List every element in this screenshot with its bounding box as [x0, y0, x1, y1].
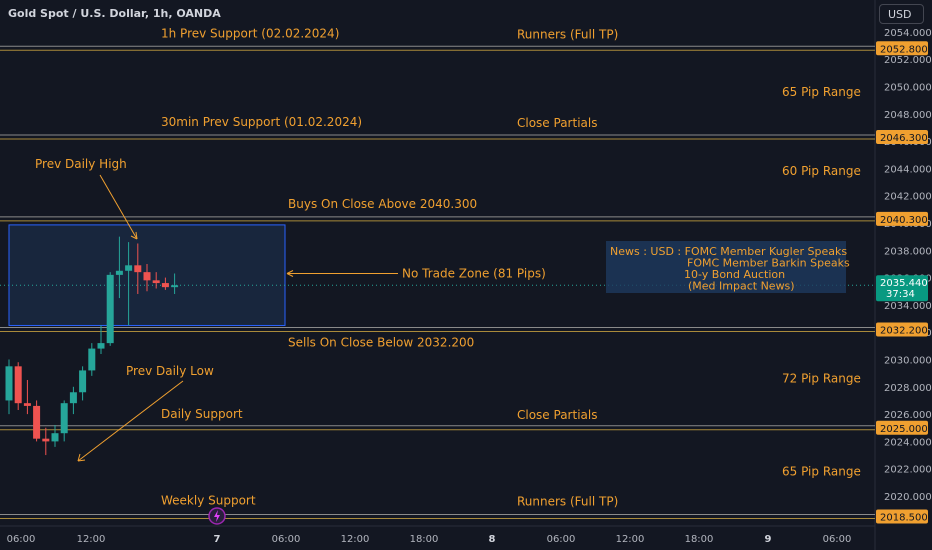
candle-body	[5, 366, 13, 401]
pip-range-label: 60 Pip Range	[782, 164, 861, 178]
level-price-label: 2046.300	[880, 133, 928, 144]
candle-body	[106, 274, 114, 344]
level-annotation: Sells On Close Below 2032.200	[288, 335, 474, 349]
y-tick-label: 2052.000	[884, 55, 932, 66]
y-tick-label: 2028.000	[884, 383, 932, 394]
y-tick-label: 2020.000	[884, 492, 932, 503]
candle-body	[152, 280, 160, 284]
level-annotation: 1h Prev Support (02.02.2024)	[161, 26, 339, 40]
y-tick-label: 2034.000	[884, 301, 932, 312]
prev-low-label: Prev Daily Low	[126, 364, 214, 378]
x-tick-label: 18:00	[410, 534, 439, 545]
level-price-badge	[876, 420, 928, 435]
pip-range-label: 65 Pip Range	[782, 464, 861, 478]
prev-high-label: Prev Daily High	[35, 157, 127, 171]
level-price-label: 2032.200	[880, 325, 928, 336]
level-annotation: Weekly Support	[161, 493, 256, 507]
news-line: News : USD : FOMC Member Kugler Speaks	[610, 245, 847, 258]
y-tick-label: 2026.000	[884, 410, 932, 421]
news-box	[606, 241, 846, 293]
x-tick-label: 12:00	[341, 534, 370, 545]
candle-body	[69, 392, 77, 404]
level-annotation: 30min Prev Support (01.02.2024)	[161, 115, 362, 129]
level-annotation: Buys On Close Above 2040.300	[288, 197, 477, 211]
level-target-annotation: Close Partials	[517, 116, 597, 130]
y-tick-label: 2050.000	[884, 83, 932, 94]
x-tick-label: 9	[765, 534, 772, 545]
candle-body	[51, 433, 59, 442]
level-target-annotation: Runners (Full TP)	[517, 494, 618, 508]
candle-body	[171, 285, 179, 288]
candle-body	[125, 265, 133, 271]
candle-body	[115, 270, 123, 275]
prev-high-arrow-head	[130, 231, 138, 240]
x-tick-label: 06:00	[547, 534, 576, 545]
x-tick-label: 18:00	[685, 534, 714, 545]
lightning-bolt	[214, 510, 220, 522]
level-price-badge	[876, 41, 928, 56]
y-tick-label: 2038.000	[884, 246, 932, 257]
y-tick-label: 2022.000	[884, 465, 932, 476]
y-tick-label: 2042.000	[884, 192, 932, 203]
candle-body	[134, 265, 142, 273]
candle-body	[97, 343, 105, 349]
y-tick-label: 2024.000	[884, 437, 932, 448]
prev-high-arrow	[99, 174, 138, 240]
news-line: 10-y Bond Auction	[684, 268, 785, 281]
level-price-label: 2018.500	[880, 512, 928, 523]
candle-body	[33, 405, 41, 439]
current-price-label: 2035.440	[880, 278, 928, 289]
pip-range-label: 65 Pip Range	[782, 85, 861, 99]
pip-range-label: 72 Pip Range	[782, 372, 861, 386]
currency-button[interactable]: USD	[879, 4, 924, 24]
candle-body	[14, 366, 22, 404]
zone-arrow-head	[286, 270, 294, 277]
candle-body	[79, 370, 87, 393]
level-target-annotation: Runners (Full TP)	[517, 27, 618, 41]
x-tick-label: 06:00	[823, 534, 852, 545]
x-tick-label: 06:00	[7, 534, 36, 545]
countdown-label: 37:34	[886, 289, 915, 300]
y-tick-label: 2048.000	[884, 110, 932, 121]
y-tick-label: 2044.000	[884, 164, 932, 175]
x-tick-label: 06:00	[272, 534, 301, 545]
news-line: (Med Impact News)	[688, 280, 795, 293]
candle-body	[42, 438, 50, 442]
level-price-label: 2025.000	[880, 424, 928, 435]
candle-body	[143, 272, 151, 281]
candle-body	[88, 348, 96, 371]
prev-low-arrow	[77, 380, 184, 462]
x-tick-label: 12:00	[616, 534, 645, 545]
zone-label: No Trade Zone (81 Pips)	[402, 267, 546, 281]
news-line: FOMC Member Barkin Speaks	[687, 257, 850, 270]
level-price-label: 2040.300	[880, 215, 928, 226]
level-price-badge	[876, 509, 928, 524]
level-annotation: Daily Support	[161, 407, 243, 421]
x-tick-label: 8	[489, 534, 496, 545]
level-price-badge	[876, 211, 928, 226]
level-price-label: 2052.800	[880, 44, 928, 55]
prev-low-arrow-head	[77, 453, 86, 462]
level-price-badge	[876, 130, 928, 145]
candle-body	[23, 403, 31, 406]
current-price-badge	[876, 275, 928, 302]
chart-title: Gold Spot / U.S. Dollar, 1h, OANDA	[8, 7, 221, 20]
candle-body	[60, 403, 68, 434]
y-tick-label: 2030.000	[884, 356, 932, 367]
x-tick-label: 12:00	[77, 534, 106, 545]
y-tick-label: 2054.000	[884, 28, 932, 39]
level-target-annotation: Close Partials	[517, 408, 597, 422]
level-price-badge	[876, 322, 928, 337]
candle-body	[161, 283, 169, 288]
x-tick-label: 7	[214, 534, 221, 545]
